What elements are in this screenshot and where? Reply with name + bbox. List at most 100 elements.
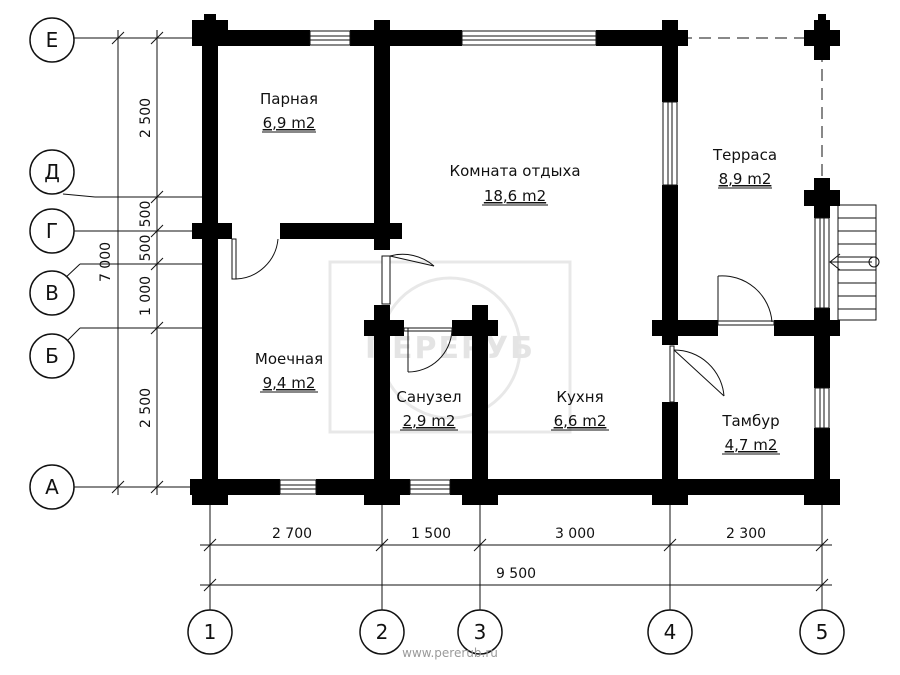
- window: [814, 217, 830, 309]
- dim-v-total: 7 000: [98, 242, 114, 282]
- axis-lines: [62, 37, 823, 612]
- log-end: [192, 479, 228, 505]
- tick: [203, 578, 217, 592]
- tick: [150, 480, 164, 494]
- room-name: Терраса: [712, 146, 777, 164]
- dim-v-4: 1 000: [138, 276, 154, 316]
- tick: [375, 538, 389, 552]
- axis-bubble-5: 5: [799, 609, 845, 655]
- room-washroom: Моечная 9,4 m2: [255, 350, 323, 393]
- vertical-dimensions: [111, 30, 164, 495]
- dimension-labels: 2 700 1 500 3 000 2 300 9 500 2 500 500 …: [98, 98, 766, 582]
- axis-bubble-3: 3: [457, 609, 503, 655]
- window: [662, 101, 678, 186]
- horizontal-dimensions: [200, 538, 832, 592]
- tick: [203, 538, 217, 552]
- log-end: [364, 479, 400, 505]
- wall: [662, 185, 678, 345]
- log-end: [462, 479, 498, 505]
- windows: [279, 30, 830, 495]
- axis-bubble-label: А: [45, 475, 59, 499]
- log-end: [378, 305, 386, 325]
- room-name: Санузел: [396, 388, 461, 406]
- axis-bubble-label: В: [45, 281, 59, 305]
- dim-h-total: 9 500: [496, 566, 536, 582]
- dim-v-2: 500: [138, 201, 154, 228]
- room-terrace: Терраса 8,9 m2: [712, 146, 777, 189]
- dim-h-2: 1 500: [411, 526, 451, 542]
- log-end: [652, 479, 688, 505]
- wall: [202, 30, 218, 495]
- wall: [472, 305, 488, 505]
- axis-bubble-e: Е: [29, 17, 75, 63]
- tick: [663, 538, 677, 552]
- room-steam-room: Парная 6,9 m2: [260, 90, 318, 133]
- log-end: [204, 14, 216, 50]
- log-end: [804, 479, 840, 505]
- axis-bubble-4: 4: [647, 609, 693, 655]
- axis-bubble-label: Д: [44, 160, 60, 184]
- room-vestibule: Тамбур 4,7 m2: [721, 412, 780, 455]
- column-axis-bubbles: 1 2 3 4 5: [187, 609, 845, 655]
- stair-arrow-head: [829, 253, 841, 271]
- row-axis-bubbles: Е Д Г В Б А: [29, 17, 75, 510]
- dim-v-1: 2 500: [138, 98, 154, 138]
- watermark-brand: ПЕРЕРУБ: [365, 331, 535, 366]
- room-relax-room: Комната отдыха 18,6 m2: [449, 162, 581, 206]
- watermark-frame: [328, 260, 572, 434]
- tick: [815, 578, 829, 592]
- door-relax-room: [381, 253, 435, 305]
- tick: [150, 257, 164, 271]
- room-name: Кухня: [556, 388, 603, 406]
- watermark-url: www.pererub.ru: [402, 646, 498, 660]
- dim-v-3: 500: [138, 235, 154, 262]
- axis-bubble-b: Б: [29, 333, 75, 379]
- dim-v-5: 2 500: [138, 388, 154, 428]
- wall: [364, 320, 404, 336]
- axis-bubble-label: Е: [46, 28, 59, 52]
- wall: [450, 479, 836, 495]
- dim-h-3: 3 000: [555, 526, 595, 542]
- wall: [192, 223, 232, 239]
- axis-bubble-label: Б: [45, 344, 59, 368]
- room-area: 18,6 m2: [484, 187, 546, 205]
- axis-bubble-label: 1: [204, 620, 217, 644]
- room-bathroom: Санузел 2,9 m2: [396, 388, 462, 431]
- tick: [150, 190, 164, 204]
- tick: [150, 31, 164, 45]
- wall: [652, 320, 718, 336]
- axis-bubble-label: 4: [664, 620, 677, 644]
- wall: [452, 320, 498, 336]
- door-bathroom: [403, 327, 453, 373]
- wall: [374, 20, 390, 250]
- dim-h-1: 2 700: [272, 526, 312, 542]
- door-terrace: [717, 275, 775, 326]
- wall: [280, 223, 402, 239]
- log-end: [804, 190, 840, 206]
- wall: [774, 320, 840, 336]
- axis-bubble-label: 5: [816, 620, 829, 644]
- window: [409, 479, 451, 495]
- room-area: 8,9 m2: [719, 170, 772, 188]
- door-vestibule: [669, 345, 725, 403]
- watermark: ПЕРЕРУБ: [328, 260, 572, 434]
- walls: [190, 14, 840, 505]
- room-kitchen: Кухня 6,6 m2: [551, 388, 609, 431]
- tick: [815, 538, 829, 552]
- stair-start-marker: [868, 256, 880, 268]
- room-area: 9,4 m2: [263, 374, 316, 392]
- tick: [150, 321, 164, 335]
- room-name: Моечная: [255, 350, 323, 368]
- tick: [111, 31, 125, 45]
- axis-leader-d: [62, 193, 96, 198]
- axis-bubble-label: Г: [46, 219, 58, 243]
- window: [814, 387, 830, 429]
- tick: [473, 538, 487, 552]
- window: [461, 30, 597, 46]
- doors: [231, 238, 775, 403]
- room-name: Тамбур: [721, 412, 779, 430]
- door-steam-room: [231, 238, 279, 280]
- axis-bubble-2: 2: [359, 609, 405, 655]
